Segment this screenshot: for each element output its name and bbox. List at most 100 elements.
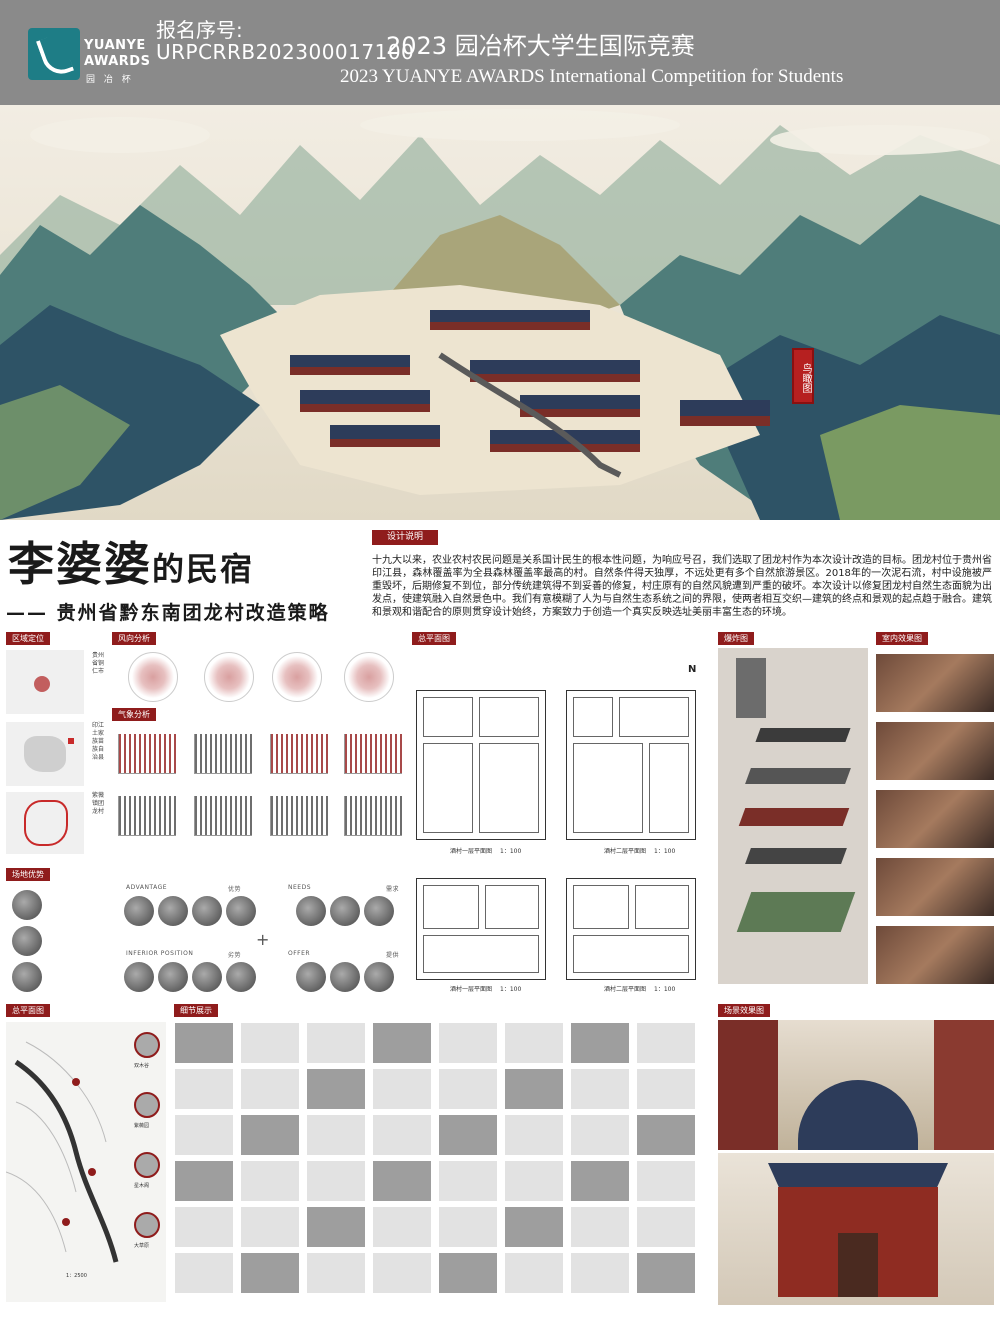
master-plan-drawing: [5, 1041, 119, 1263]
climate-chart-3: [270, 734, 328, 774]
detail-thumbnail: [438, 1252, 498, 1294]
detail-thumbnail: [570, 1022, 630, 1064]
region-map-city: [6, 650, 84, 714]
exploded-axonometric: [718, 648, 868, 984]
tag-wind: 风向分析: [112, 632, 156, 645]
floor-plan-1-caption: 酒村一层平面图: [450, 848, 493, 855]
offer-photo-1: [296, 962, 326, 992]
detail-thumbnail: [504, 1160, 564, 1202]
detail-thumbnail: [570, 1206, 630, 1248]
advantage-photo-3: [192, 896, 222, 926]
detail-thumbnail: [174, 1114, 234, 1156]
detail-thumbnail: [504, 1022, 564, 1064]
detail-thumbnail: [438, 1114, 498, 1156]
detail-thumbnail: [636, 1114, 696, 1156]
aerial-view-stamp: 鸟瞰图: [792, 348, 814, 404]
wind-rose-autumn: [272, 652, 322, 702]
tag-site: 场地优势: [6, 868, 50, 881]
floor-plan-3: [416, 878, 546, 980]
detail-thumbnail: [306, 1206, 366, 1248]
floor-plan-3-scale: 1：100: [500, 986, 522, 993]
main-title: 李婆婆的民宿: [8, 528, 254, 594]
detail-thumbnail: [504, 1068, 564, 1110]
inferior-photo-3: [192, 962, 222, 992]
detail-thumbnail: [240, 1206, 300, 1248]
main-title-name: 李婆婆: [8, 537, 152, 591]
site-photo-3: [12, 962, 42, 992]
north-arrow-icon: N: [688, 664, 697, 675]
detail-thumbnail: [636, 1068, 696, 1110]
advantage-label-cn: 优势: [228, 886, 242, 893]
needs-label: NEEDS: [288, 884, 311, 891]
advantage-photo-1: [124, 896, 154, 926]
detail-thumbnail: [240, 1022, 300, 1064]
advantage-photo-4: [226, 896, 256, 926]
detail-thumbnail: [306, 1022, 366, 1064]
logo-line1: YUANYE: [84, 38, 146, 53]
region-label-city: 贵州省铜仁市: [92, 652, 105, 675]
registration-number: URPCRRB202300017100: [156, 40, 415, 64]
detail-thumbnail: [240, 1114, 300, 1156]
detail-thumbnail: [372, 1206, 432, 1248]
tag-region: 区域定位: [6, 632, 50, 645]
header-bar: YUANYE AWARDS 园 冶 杯 报名序号: URPCRRB2023000…: [0, 0, 1000, 105]
design-description-text: 十九大以来，农业农村农民问题是关系国计民生的根本性问题，为响应号召，我们选取了团…: [372, 555, 992, 618]
site-photo-1: [12, 890, 42, 920]
interior-render-4: [876, 858, 994, 916]
master-plan-scale: 1：2500: [66, 1273, 87, 1279]
registration-label: 报名序号:: [156, 18, 243, 42]
wind-rose-spring: [128, 652, 178, 702]
detail-thumbnail: [504, 1114, 564, 1156]
aerial-landscape-illustration: [0, 109, 1000, 520]
climate-chart-1: [118, 734, 176, 774]
spot-label-1: 双木谷: [134, 1063, 150, 1069]
inferior-label: INFERIOR POSITION: [126, 950, 194, 957]
detail-thumbnail: [636, 1252, 696, 1294]
floor-plan-3-caption: 酒村一层平面图: [450, 986, 493, 993]
competition-title-cn: 2023 园冶杯大学生国际竞赛: [386, 32, 695, 60]
spot-label-3: 星木阁: [134, 1183, 150, 1189]
interior-render-3: [876, 790, 994, 848]
detail-thumbnail: [240, 1160, 300, 1202]
climate-chart-4: [344, 734, 402, 774]
region-label-village: 紫薇镇团龙村: [92, 792, 105, 815]
interior-render-1: [876, 654, 994, 712]
needs-photo-2: [330, 896, 360, 926]
detail-thumbnail: [438, 1068, 498, 1110]
climate-chart-2: [194, 734, 252, 774]
floor-plan-4-caption: 酒村二层平面图: [604, 986, 647, 993]
detail-thumbnail: [174, 1022, 234, 1064]
offer-photo-3: [364, 962, 394, 992]
yuanye-logo: YUANYE AWARDS 园 冶 杯: [28, 28, 150, 88]
wind-rose-winter: [344, 652, 394, 702]
subtitle: —— 贵州省黔东南团龙村改造策略: [6, 602, 330, 624]
detail-thumbnail: [372, 1252, 432, 1294]
detail-thumbnail: [438, 1206, 498, 1248]
detail-thumbnail: [438, 1022, 498, 1064]
competition-title-en: 2023 YUANYE AWARDS International Competi…: [340, 66, 844, 87]
floor-plan-2-caption: 酒村二层平面图: [604, 848, 647, 855]
floor-plan-2-scale: 1：100: [654, 848, 676, 855]
detail-thumbnail: [174, 1160, 234, 1202]
interior-render-2: [876, 722, 994, 780]
detail-thumbnail: [306, 1252, 366, 1294]
detail-thumbnail: [306, 1160, 366, 1202]
spot-label-2: 紫薇园: [134, 1123, 150, 1129]
detail-thumbnail: [240, 1068, 300, 1110]
main-title-suffix: 的民宿: [152, 550, 255, 588]
climate-chart-8: [344, 796, 402, 836]
detail-thumbnail: [174, 1206, 234, 1248]
detail-thumbnail: [504, 1206, 564, 1248]
tag-floorplan: 总平面图: [412, 632, 456, 645]
region-map-village: [6, 792, 84, 854]
floor-plan-4-scale: 1：100: [654, 986, 676, 993]
tag-masterplan: 总平面图: [6, 1004, 50, 1017]
detail-thumbnail: [240, 1252, 300, 1294]
detail-thumbnail: [570, 1114, 630, 1156]
logo-sub: 园 冶 杯: [86, 75, 134, 85]
detail-thumbnail: [636, 1160, 696, 1202]
needs-photo-1: [296, 896, 326, 926]
detail-thumbnail: [438, 1160, 498, 1202]
advantage-photo-2: [158, 896, 188, 926]
